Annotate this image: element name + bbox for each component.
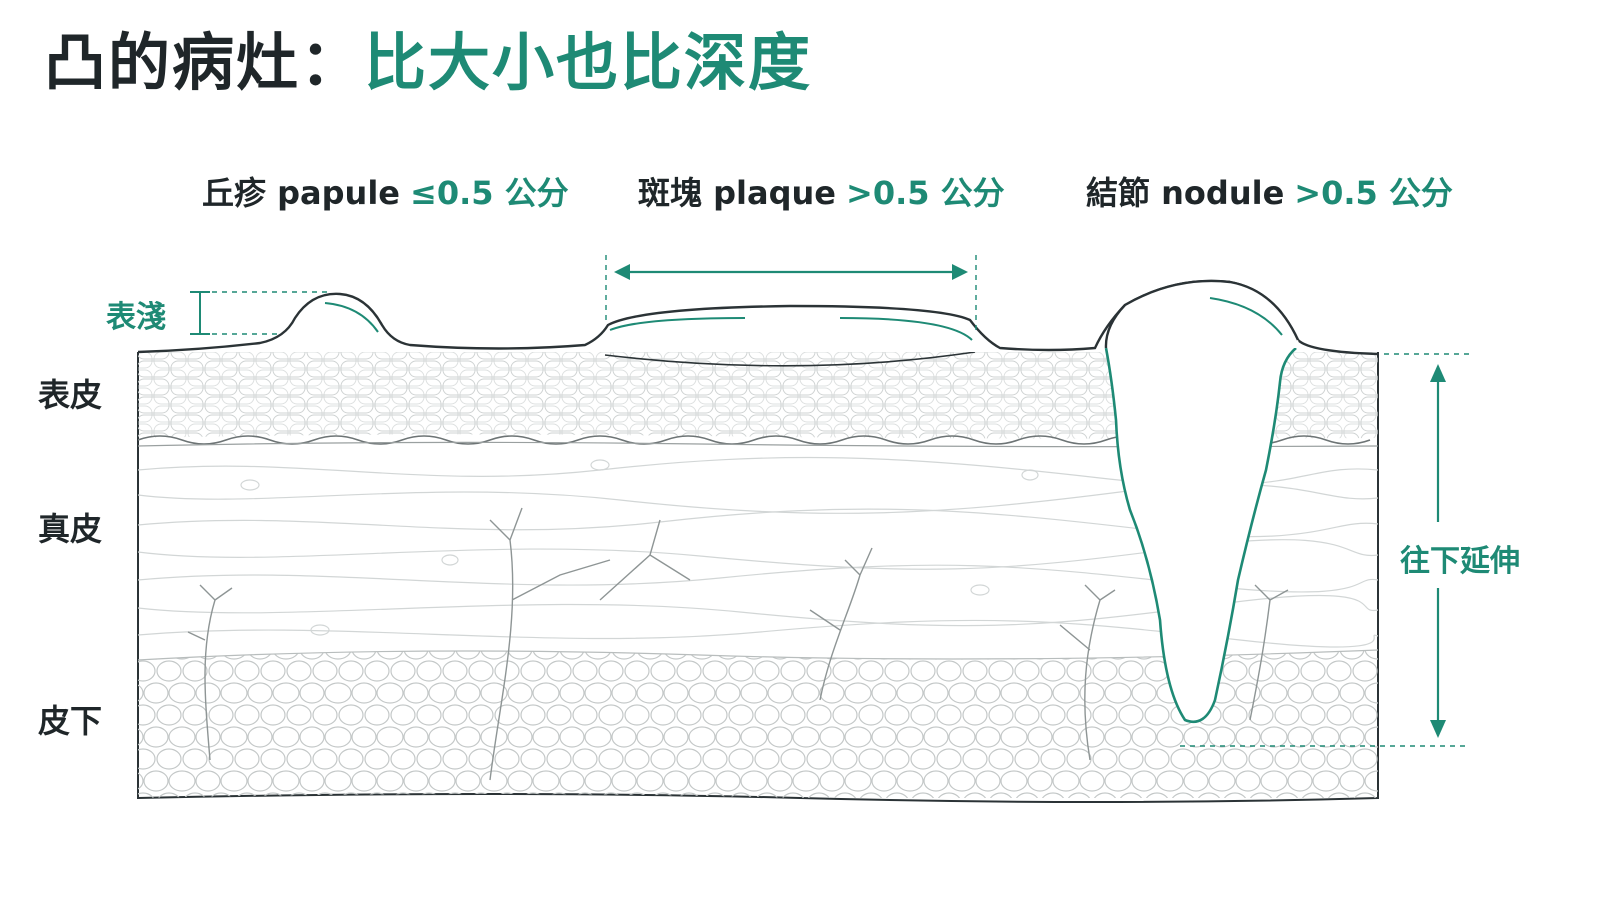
shallow-label: 表淺: [106, 300, 166, 335]
plaque-highlight-left: [609, 317, 746, 331]
epidermis-label: 表皮: [38, 376, 103, 414]
shallow-depth-bracket: [190, 291, 330, 335]
papule-name: 丘疹 papule: [202, 174, 401, 212]
nodule-outline: [1104, 347, 1297, 724]
plaque-width-arrow: [605, 255, 977, 330]
extends-down-label: 往下延伸: [1400, 544, 1520, 579]
title-main: 凸的病灶: [44, 26, 301, 99]
nodule-name: 結節 nodule: [1086, 174, 1285, 212]
blood-vessels: [187, 507, 1289, 781]
title-subtitle: 比大小也比深度: [364, 26, 813, 99]
page-title: 凸的病灶：比大小也比深度: [44, 26, 812, 100]
title-separator: ：: [300, 26, 365, 99]
plaque-label: 斑塊 plaque>0.5 公分: [638, 168, 1005, 214]
nodule-label: 結節 nodule>0.5 公分: [1086, 168, 1453, 214]
papule-highlight: [324, 302, 379, 333]
papule-size: ≤0.5 公分: [410, 174, 569, 212]
plaque-size: >0.5 公分: [846, 174, 1005, 212]
dermis-label: 真皮: [38, 510, 103, 548]
nodule-size: >0.5 公分: [1294, 174, 1453, 212]
plaque-highlight-right: [839, 317, 973, 341]
dermis-fibers: [138, 456, 1378, 648]
papule-label: 丘疹 papule≤0.5 公分: [202, 168, 569, 214]
plaque-name: 斑塊 plaque: [638, 174, 837, 212]
subcutis-label: 皮下: [38, 702, 103, 740]
nodule-depth-arrow: [1180, 353, 1470, 747]
